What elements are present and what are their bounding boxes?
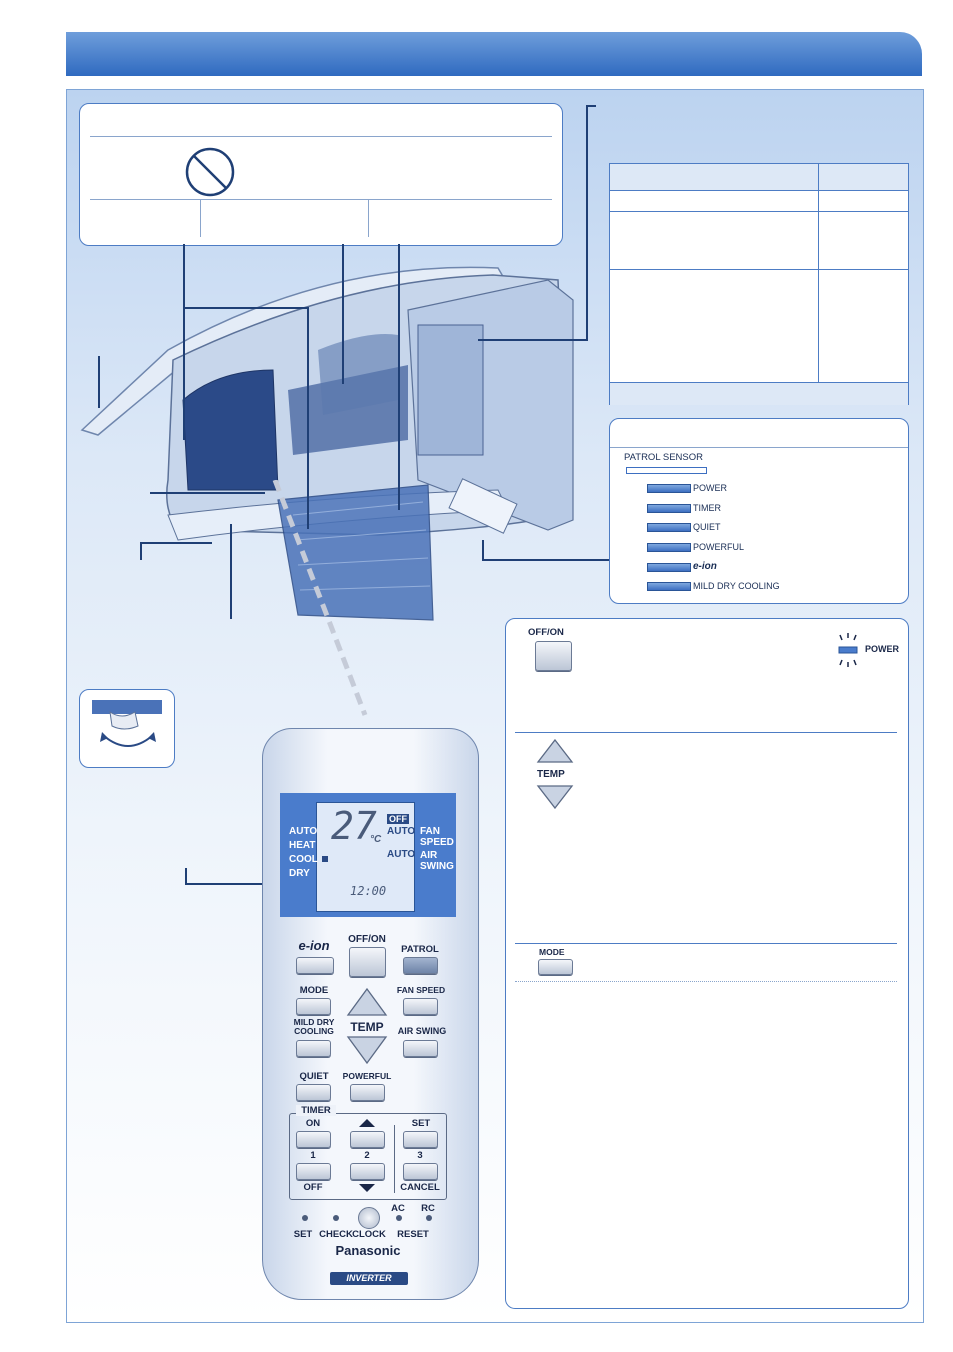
- powerful-label: POWERFUL: [342, 1071, 392, 1081]
- led-powerful: [647, 543, 691, 552]
- signal-dashes: [272, 480, 368, 716]
- lcd-off: OFF: [387, 814, 409, 824]
- led-eion: [647, 563, 691, 572]
- timer-3-label: 3: [417, 1150, 423, 1161]
- patrol-sensor-header: PATROL SENSOR: [624, 452, 704, 463]
- lcd-cool: COOL: [289, 854, 318, 865]
- indicator-panel: PATROL SENSOR POWER TIMER QUIET POWERFUL…: [609, 418, 909, 604]
- air-swing-button[interactable]: [403, 1040, 438, 1057]
- mild-dry-button[interactable]: [296, 1040, 331, 1057]
- clock-button[interactable]: [358, 1207, 380, 1229]
- prohibited-icon: [184, 146, 235, 197]
- air-conditioner-illustration: [80, 266, 574, 621]
- offon-label: OFF/ON: [528, 627, 564, 638]
- clock-label: CLOCK: [352, 1229, 386, 1240]
- caution-panel: [79, 103, 563, 246]
- check-label: CHECK: [319, 1229, 353, 1240]
- lcd-temperature: 27: [331, 804, 377, 848]
- temp-buttons[interactable]: [536, 738, 574, 810]
- remote-temp-buttons[interactable]: [346, 987, 388, 1065]
- timer-up-icon: [359, 1119, 375, 1127]
- ac-label: AC: [391, 1203, 405, 1214]
- lcd-auto-swing: AUTO: [387, 849, 416, 860]
- rc-label: RC: [421, 1203, 435, 1214]
- air-swing-label: AIR SWING: [397, 1026, 447, 1036]
- mode-button[interactable]: [538, 959, 573, 975]
- reset-label: RESET: [397, 1229, 429, 1240]
- title-bar: [66, 32, 922, 76]
- lcd-unit: °C: [370, 834, 382, 845]
- timer-on-button[interactable]: [296, 1131, 331, 1148]
- check-pinhole[interactable]: [333, 1215, 339, 1221]
- rc-pinhole[interactable]: [426, 1215, 432, 1221]
- inverter-logo: INVERTER: [330, 1272, 408, 1285]
- remote-temp-label: TEMP: [350, 1020, 384, 1034]
- patrol-label: PATROL: [401, 944, 439, 955]
- fan-speed-button[interactable]: [403, 998, 438, 1015]
- timer-set-button[interactable]: [403, 1131, 438, 1148]
- timer-on-label: ON: [305, 1118, 321, 1129]
- lcd-heat: HEAT: [289, 840, 316, 851]
- timer-set-label: SET: [411, 1118, 431, 1129]
- remote-mode-button[interactable]: [296, 998, 331, 1015]
- patrol-button[interactable]: [403, 957, 438, 974]
- led-quiet: [647, 523, 691, 532]
- temp-label: TEMP: [537, 769, 565, 780]
- timer-1-label: 1: [310, 1150, 316, 1161]
- timer-cancel-button[interactable]: [403, 1163, 438, 1180]
- timer-off-label: OFF: [303, 1182, 323, 1193]
- mode-label: MODE: [539, 947, 565, 957]
- led-power: [647, 484, 691, 493]
- quiet-button[interactable]: [296, 1084, 331, 1101]
- timer-off-button[interactable]: [296, 1163, 331, 1180]
- set-pinhole[interactable]: [302, 1215, 308, 1221]
- timer-up-button[interactable]: [350, 1131, 385, 1148]
- remote-offon-label: OFF/ON: [348, 934, 386, 945]
- mild-dry-label: MILD DRY COOLING: [293, 1017, 335, 1036]
- brand-logo: Panasonic: [335, 1243, 401, 1258]
- timer-down-icon: [359, 1184, 375, 1192]
- lcd-mode-marker: [322, 856, 328, 862]
- eion-button[interactable]: [296, 957, 334, 974]
- led-powerful-label: POWERFUL: [693, 542, 745, 552]
- powerful-button[interactable]: [350, 1084, 385, 1101]
- ac-pinhole[interactable]: [396, 1215, 402, 1221]
- lcd-dry: DRY: [289, 868, 310, 879]
- eion-label: e-ion: [298, 938, 330, 953]
- lcd-fan-speed: FAN SPEED: [420, 826, 454, 848]
- power-blink-icon: [833, 632, 863, 675]
- led-mild-dry-label: MILD DRY COOLING: [693, 581, 780, 591]
- timer-group: [289, 1113, 447, 1200]
- led-mild-dry: [647, 582, 691, 591]
- power-indicator-label: POWER: [865, 644, 900, 654]
- set-label: SET: [293, 1229, 313, 1240]
- hand-louver-icon: [92, 700, 162, 747]
- fan-speed-label: FAN SPEED: [396, 985, 446, 995]
- offon-button[interactable]: [535, 641, 572, 671]
- timer-cancel-label: CANCEL: [400, 1182, 440, 1193]
- lcd-air-swing: AIR SWING: [420, 850, 454, 872]
- spec-table: [609, 163, 909, 405]
- timer-2-label: 2: [364, 1150, 370, 1161]
- lcd-auto: AUTO: [289, 826, 318, 837]
- remote-offon-button[interactable]: [349, 947, 386, 977]
- timer-label: TIMER: [296, 1105, 336, 1116]
- led-power-label: POWER: [693, 483, 728, 493]
- led-timer-label: TIMER: [693, 503, 721, 513]
- timer-down-button[interactable]: [350, 1163, 385, 1180]
- lcd-auto-fan: AUTO: [387, 826, 416, 837]
- remote-mode-label: MODE: [299, 985, 329, 996]
- lcd-clock: 12:00: [350, 884, 387, 898]
- led-quiet-label: QUIET: [693, 522, 721, 532]
- led-eion-label: e-ion: [693, 561, 717, 572]
- led-timer: [647, 504, 691, 513]
- quiet-label: QUIET: [299, 1071, 329, 1082]
- louver-adjust-panel: [79, 689, 175, 768]
